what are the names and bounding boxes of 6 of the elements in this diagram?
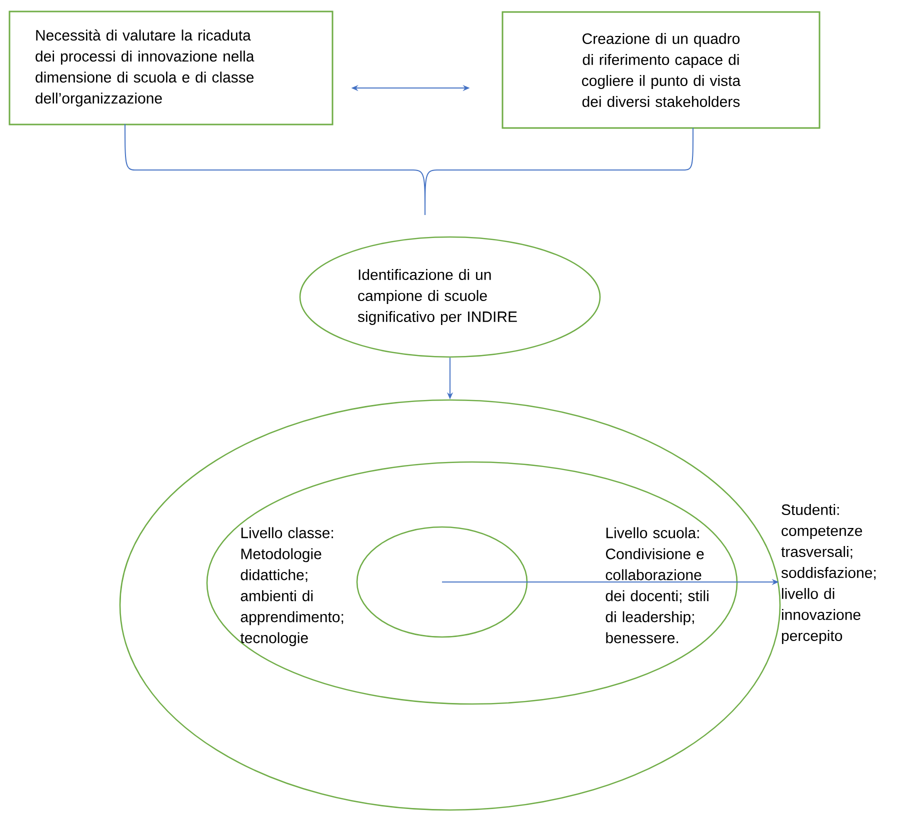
text-box: Creazione di un quadro di riferimento capace di cogliere il punto di vista dei diversi stakeholders [502,11,820,129]
text-label: Studenti: competenze trasversali; soddisfazione; livello di innovazione percepito [781,504,876,644]
ellipse [356,526,528,638]
bracket-connector [424,128,694,216]
text-box: Necessità di valutare la ricaduta dei processi di innovazione nella dimensione di scuola e di classe dell’organizzazione [8,10,334,126]
ellipse [119,399,781,811]
